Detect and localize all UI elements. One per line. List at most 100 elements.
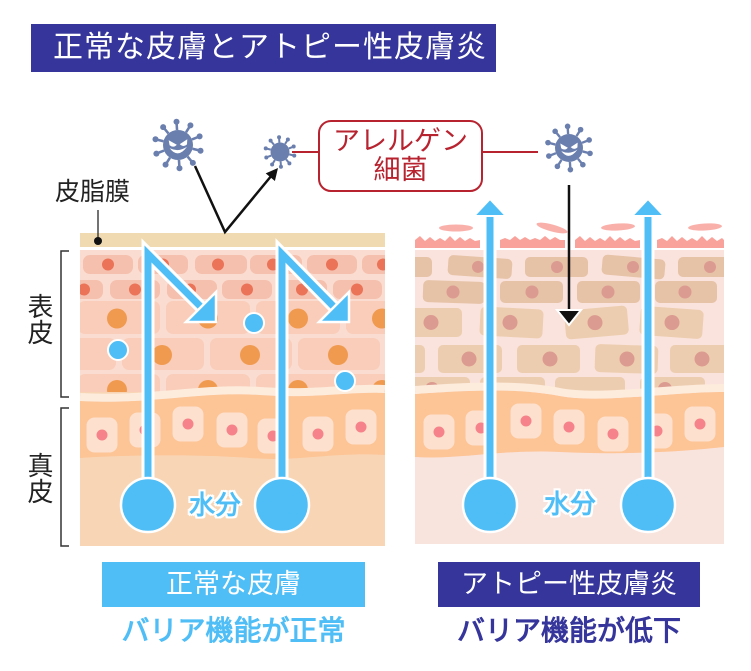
water-droplet-icon xyxy=(334,370,356,392)
virus-spike-tip xyxy=(586,137,592,143)
skin-cell-group xyxy=(415,308,462,337)
virus-spike-tip xyxy=(291,144,296,149)
skin-cell xyxy=(415,345,425,373)
cell-nucleus xyxy=(240,345,260,365)
cell-nucleus xyxy=(694,351,710,367)
allergen-label: アレルゲン xyxy=(333,126,468,157)
virus-spike-tip xyxy=(552,128,558,135)
cell-nucleus xyxy=(351,283,363,296)
virus-body xyxy=(163,130,193,160)
cell-nucleus xyxy=(423,315,439,330)
virus-spike-tip xyxy=(197,147,204,154)
water-retention-arrows xyxy=(119,238,351,534)
virus-spike-tip xyxy=(176,165,183,172)
skin-cell-group xyxy=(655,281,717,303)
cell-nucleus xyxy=(107,308,127,329)
cell-nucleus xyxy=(288,308,308,329)
virus-eye xyxy=(179,139,188,146)
water-loss-arrow xyxy=(619,197,677,534)
virus-spike-tip xyxy=(546,153,552,159)
cell-nucleus xyxy=(502,314,518,330)
sebum-fragment xyxy=(575,236,640,248)
virus-spike-tip xyxy=(153,150,160,157)
virus-spike-tip xyxy=(545,139,551,146)
cell-nucleus xyxy=(80,283,90,296)
pointer-dot xyxy=(94,237,102,245)
water-retention-arrow xyxy=(253,238,351,534)
sebum-fragment xyxy=(415,236,480,248)
cell-nucleus xyxy=(312,428,324,440)
virus-spike-tip xyxy=(577,126,584,133)
virus-spike-tip xyxy=(580,161,586,168)
water-droplets xyxy=(107,312,356,392)
page-title: 正常な皮膚とアトピー性皮膚炎 xyxy=(31,24,496,72)
skin-cell-group xyxy=(678,257,724,277)
cell-nucleus xyxy=(542,351,558,367)
bounce-arrowhead xyxy=(265,168,278,181)
water-label-atopic: 水分 xyxy=(543,490,596,520)
peeling-sebum-flake xyxy=(688,223,722,231)
cell-nucleus xyxy=(226,424,238,436)
virus-spike-tip xyxy=(263,146,268,151)
cell-nucleus xyxy=(102,258,114,271)
virus-icon xyxy=(263,135,297,169)
cell-nucleus xyxy=(619,351,635,367)
atopic-barrier-caption: バリア機能が低下 xyxy=(456,614,681,647)
bacteria-label: 細菌 xyxy=(373,155,428,186)
virus-spike-tip xyxy=(285,137,290,142)
sebum-fragment xyxy=(500,236,565,248)
cell-nucleus xyxy=(446,285,460,299)
skin-cell xyxy=(415,257,432,277)
cell-nucleus xyxy=(551,261,563,273)
cell-nucleus xyxy=(563,421,575,433)
cell-nucleus xyxy=(212,258,224,271)
water-droplet-icon xyxy=(461,476,519,534)
bounce-path xyxy=(193,165,273,235)
virus-body xyxy=(555,134,583,162)
arrowhead-icon xyxy=(182,288,218,324)
virus-eye xyxy=(168,140,177,147)
sebum-pointer xyxy=(94,210,102,245)
skin-cell-group xyxy=(500,281,563,303)
virus-spike-tip xyxy=(270,162,275,167)
water-droplet-icon xyxy=(253,476,311,534)
virus-spike-tip xyxy=(287,161,292,166)
virus-spike-tip xyxy=(268,138,273,143)
virus-spike-tip xyxy=(196,133,203,140)
peeling-sebum-flake xyxy=(439,224,473,232)
sebum-membrane-label: 皮脂膜 xyxy=(55,177,131,206)
virus-body xyxy=(270,142,290,162)
cell-nucleus xyxy=(525,285,539,299)
dermis-label: 真皮 xyxy=(23,452,53,504)
cell-nucleus xyxy=(129,283,141,296)
cell-nucleus xyxy=(678,285,692,299)
cell-nucleus xyxy=(355,421,367,433)
sebum-layer xyxy=(80,233,385,247)
virus-icon xyxy=(545,123,593,173)
virus-spike-tip xyxy=(587,150,593,157)
cell-nucleus xyxy=(328,345,348,365)
arrowhead-icon xyxy=(471,197,509,217)
cell-nucleus xyxy=(433,426,445,438)
virus-spike-tip xyxy=(187,122,194,129)
virus-spike-tip xyxy=(173,118,180,125)
cell-nucleus xyxy=(607,428,619,440)
dermis-bracket xyxy=(60,407,69,547)
cell-nucleus xyxy=(96,429,108,441)
broken-sebum-layer xyxy=(415,222,724,248)
skin-cell-group xyxy=(517,345,580,373)
cell-nucleus xyxy=(461,351,477,367)
cell-nucleus xyxy=(520,415,532,427)
skin-cell xyxy=(80,338,116,370)
cell-nucleus xyxy=(372,308,385,329)
arrow-shaft xyxy=(144,245,206,505)
water-loss-arrow xyxy=(461,197,519,534)
skin-cell-group xyxy=(415,345,425,373)
cell-nucleus xyxy=(377,258,385,271)
virus-spike-tip xyxy=(264,155,269,160)
cell-nucleus xyxy=(182,418,194,430)
skin-cell-group xyxy=(670,345,724,373)
virus-spike-tip xyxy=(160,124,167,131)
virus-spike-tip xyxy=(278,164,283,169)
